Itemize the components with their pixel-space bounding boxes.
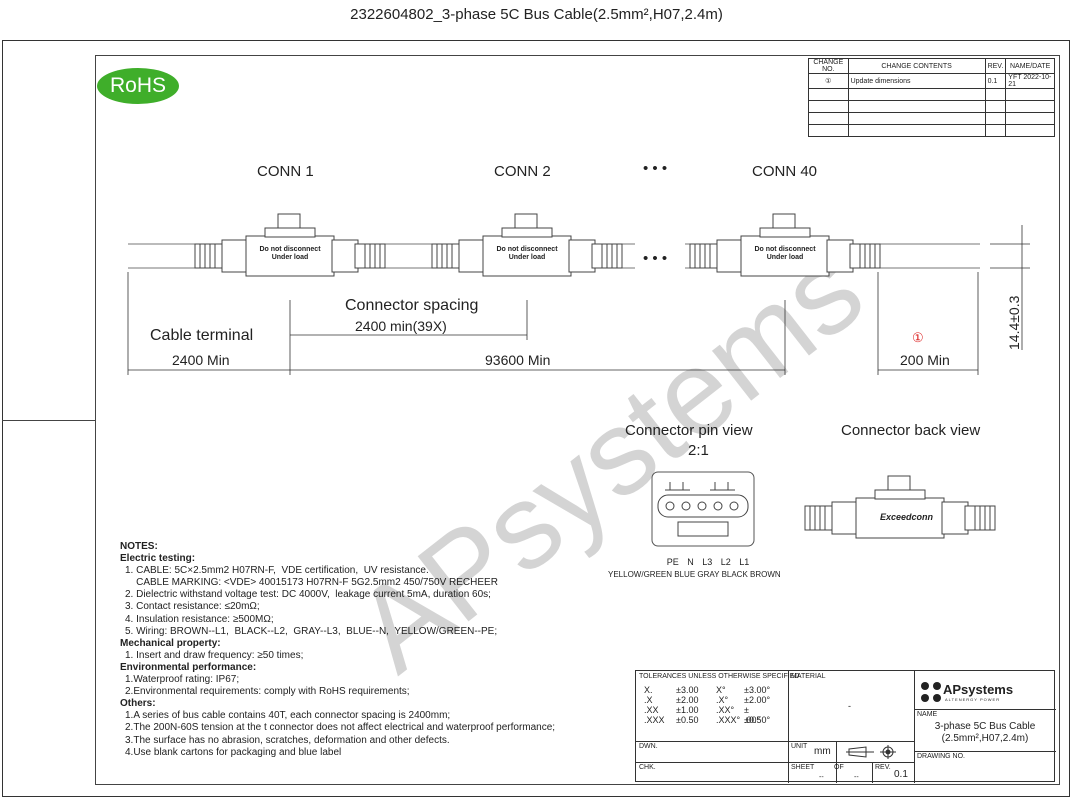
note-item: 3. Contact resistance: ≤20mΩ; — [125, 601, 260, 613]
tolerance-cell: X° — [716, 685, 726, 695]
page-title: 2322604802_3-phase 5C Bus Cable(2.5mm²,H… — [350, 6, 723, 23]
drawing-no-label: DRAWING NO. — [917, 753, 965, 760]
note-item: CABLE MARKING: <VDE> 40015173 H07RN-F 5G… — [125, 577, 498, 589]
frame-divider — [2, 420, 95, 421]
back-view-brand: Exceedconn — [880, 512, 934, 522]
conn-40-label: CONN 40 — [752, 163, 818, 180]
cable-terminal-label: Cable terminal — [150, 327, 254, 344]
rohs-badge: RoHS — [97, 68, 179, 104]
name-label: NAME — [917, 711, 938, 718]
tolerance-cell: ±3.00° — [744, 685, 771, 695]
material-value: - — [848, 701, 851, 711]
notes-heading: Environmental performance: — [120, 661, 257, 673]
pin-labels: PE N L3 L2 L1 — [666, 557, 750, 567]
apsystems-logo-subtitle: ALTENERGY POWER — [945, 697, 1001, 702]
projection-symbol-icon — [846, 745, 896, 759]
notes-heading: Mechanical property: — [120, 637, 221, 649]
material-label: MATERIAL — [791, 673, 826, 680]
connector-back-diagram — [804, 475, 996, 539]
notes-section: NOTES:Electric testing:1. CABLE: 5C×2.5m… — [120, 541, 555, 759]
note-item: 1.Waterproof rating: IP67; — [125, 674, 240, 686]
tolerance-cell: .XX — [644, 705, 659, 715]
tolerance-cell: .XXX° — [716, 715, 741, 725]
sheet-label: SHEET — [791, 764, 815, 771]
note-item: 4.Use blank cartons for packaging and bl… — [125, 746, 342, 758]
apsystems-logo-icon — [921, 682, 941, 702]
pin-view-scale: 2:1 — [688, 442, 709, 459]
checked-by-label: CHK. — [639, 764, 656, 771]
note-item: 1. Insert and draw frequency: ≥50 times; — [125, 649, 304, 661]
tolerance-cell: .XX° — [716, 705, 735, 715]
tolerance-cell: ± .00° — [744, 705, 761, 725]
note-item: 5. Wiring: BROWN--L1, BLACK--L2, GRAY--L… — [125, 625, 498, 637]
drawing-name: 3-phase 5C Bus Cable(2.5mm²,H07,2.4m) — [934, 721, 1036, 744]
cable-terminal-dim: 2400 Min — [172, 352, 230, 368]
note-item: 1.A series of bus cable contains 40T, ea… — [125, 710, 451, 722]
diameter-dim: 14.4±0.3 — [1006, 295, 1022, 350]
drawing-frame — [2, 40, 1070, 797]
ellipsis: • • • — [643, 160, 668, 177]
notes-heading: Others: — [120, 698, 156, 710]
tolerance-cell: .X° — [716, 695, 729, 705]
notes-heading: NOTES: — [120, 541, 158, 552]
total-length-dim: 93600 Min — [485, 352, 551, 368]
pin-colors: YELLOW/GREEN BLUE GRAY BLACK BROWN — [608, 570, 781, 579]
note-item: 4. Insulation resistance: ≥500MΩ; — [125, 613, 274, 625]
drawing-border — [95, 55, 1060, 785]
conn-2-label: CONN 2 — [494, 163, 551, 180]
connector-pin-diagram — [651, 471, 755, 547]
tolerance-cell: ±3.00 — [676, 685, 699, 695]
of-label: OF — [834, 764, 844, 771]
tolerance-cell: ±0.50 — [676, 715, 699, 725]
connector-1 — [194, 213, 386, 277]
rev-name-date: YFT 2022-10-21 — [1005, 73, 1055, 89]
title-block: TOLERANCES UNLESS OTHERWISE SPECIFIED X.… — [635, 670, 1056, 783]
of-value: -- — [854, 774, 859, 781]
tolerance-cell: .X — [644, 695, 653, 705]
ellipsis-cable: • • • — [643, 250, 668, 267]
note-item: 1. CABLE: 5C×2.5mm2 H07RN-F, VDE certifi… — [125, 565, 429, 577]
connector-spacing-label: Connector spacing — [345, 297, 479, 314]
apsystems-logo-text: APsystems — [943, 682, 1014, 697]
notes-heading: Electric testing: — [120, 553, 196, 565]
note-item: 2.The 200N-60S tension at the t connecto… — [125, 722, 556, 734]
tolerance-cell: ±2.00 — [676, 695, 699, 705]
note-item: 3.The surface has no abrasion, scratches… — [125, 734, 450, 746]
note-item: 2.Environmental requirements: comply wit… — [125, 686, 410, 698]
tolerance-cell: ±1.00 — [676, 705, 699, 715]
tolerance-cell: ±0.50° — [744, 715, 771, 725]
back-view-title: Connector back view — [841, 422, 981, 439]
end-length-dim: 200 Min — [900, 352, 950, 368]
tolerance-header: TOLERANCES UNLESS OTHERWISE SPECIFIED — [639, 673, 800, 680]
drawn-by-label: DWN. — [639, 743, 658, 750]
conn-1-label: CONN 1 — [257, 163, 314, 180]
connector-40 — [689, 213, 881, 277]
pin-view-title: Connector pin view — [625, 422, 753, 439]
tolerance-cell: X. — [644, 685, 653, 695]
unit-value: mm — [814, 746, 831, 757]
tolerance-cell: .XXX — [644, 715, 665, 725]
unit-label: UNIT — [791, 743, 808, 750]
connector-spacing-dim: 2400 min(39X) — [355, 318, 447, 334]
tolerance-cell: ±2.00° — [744, 695, 771, 705]
rev-value: 0.1 — [894, 769, 908, 780]
revision-mark: ① — [912, 330, 924, 345]
rev-label: REV. — [875, 764, 891, 771]
sheet-value: -- — [819, 774, 824, 781]
connector-2 — [431, 213, 623, 277]
note-item: 2. Dielectric withstand voltage test: DC… — [125, 589, 491, 601]
